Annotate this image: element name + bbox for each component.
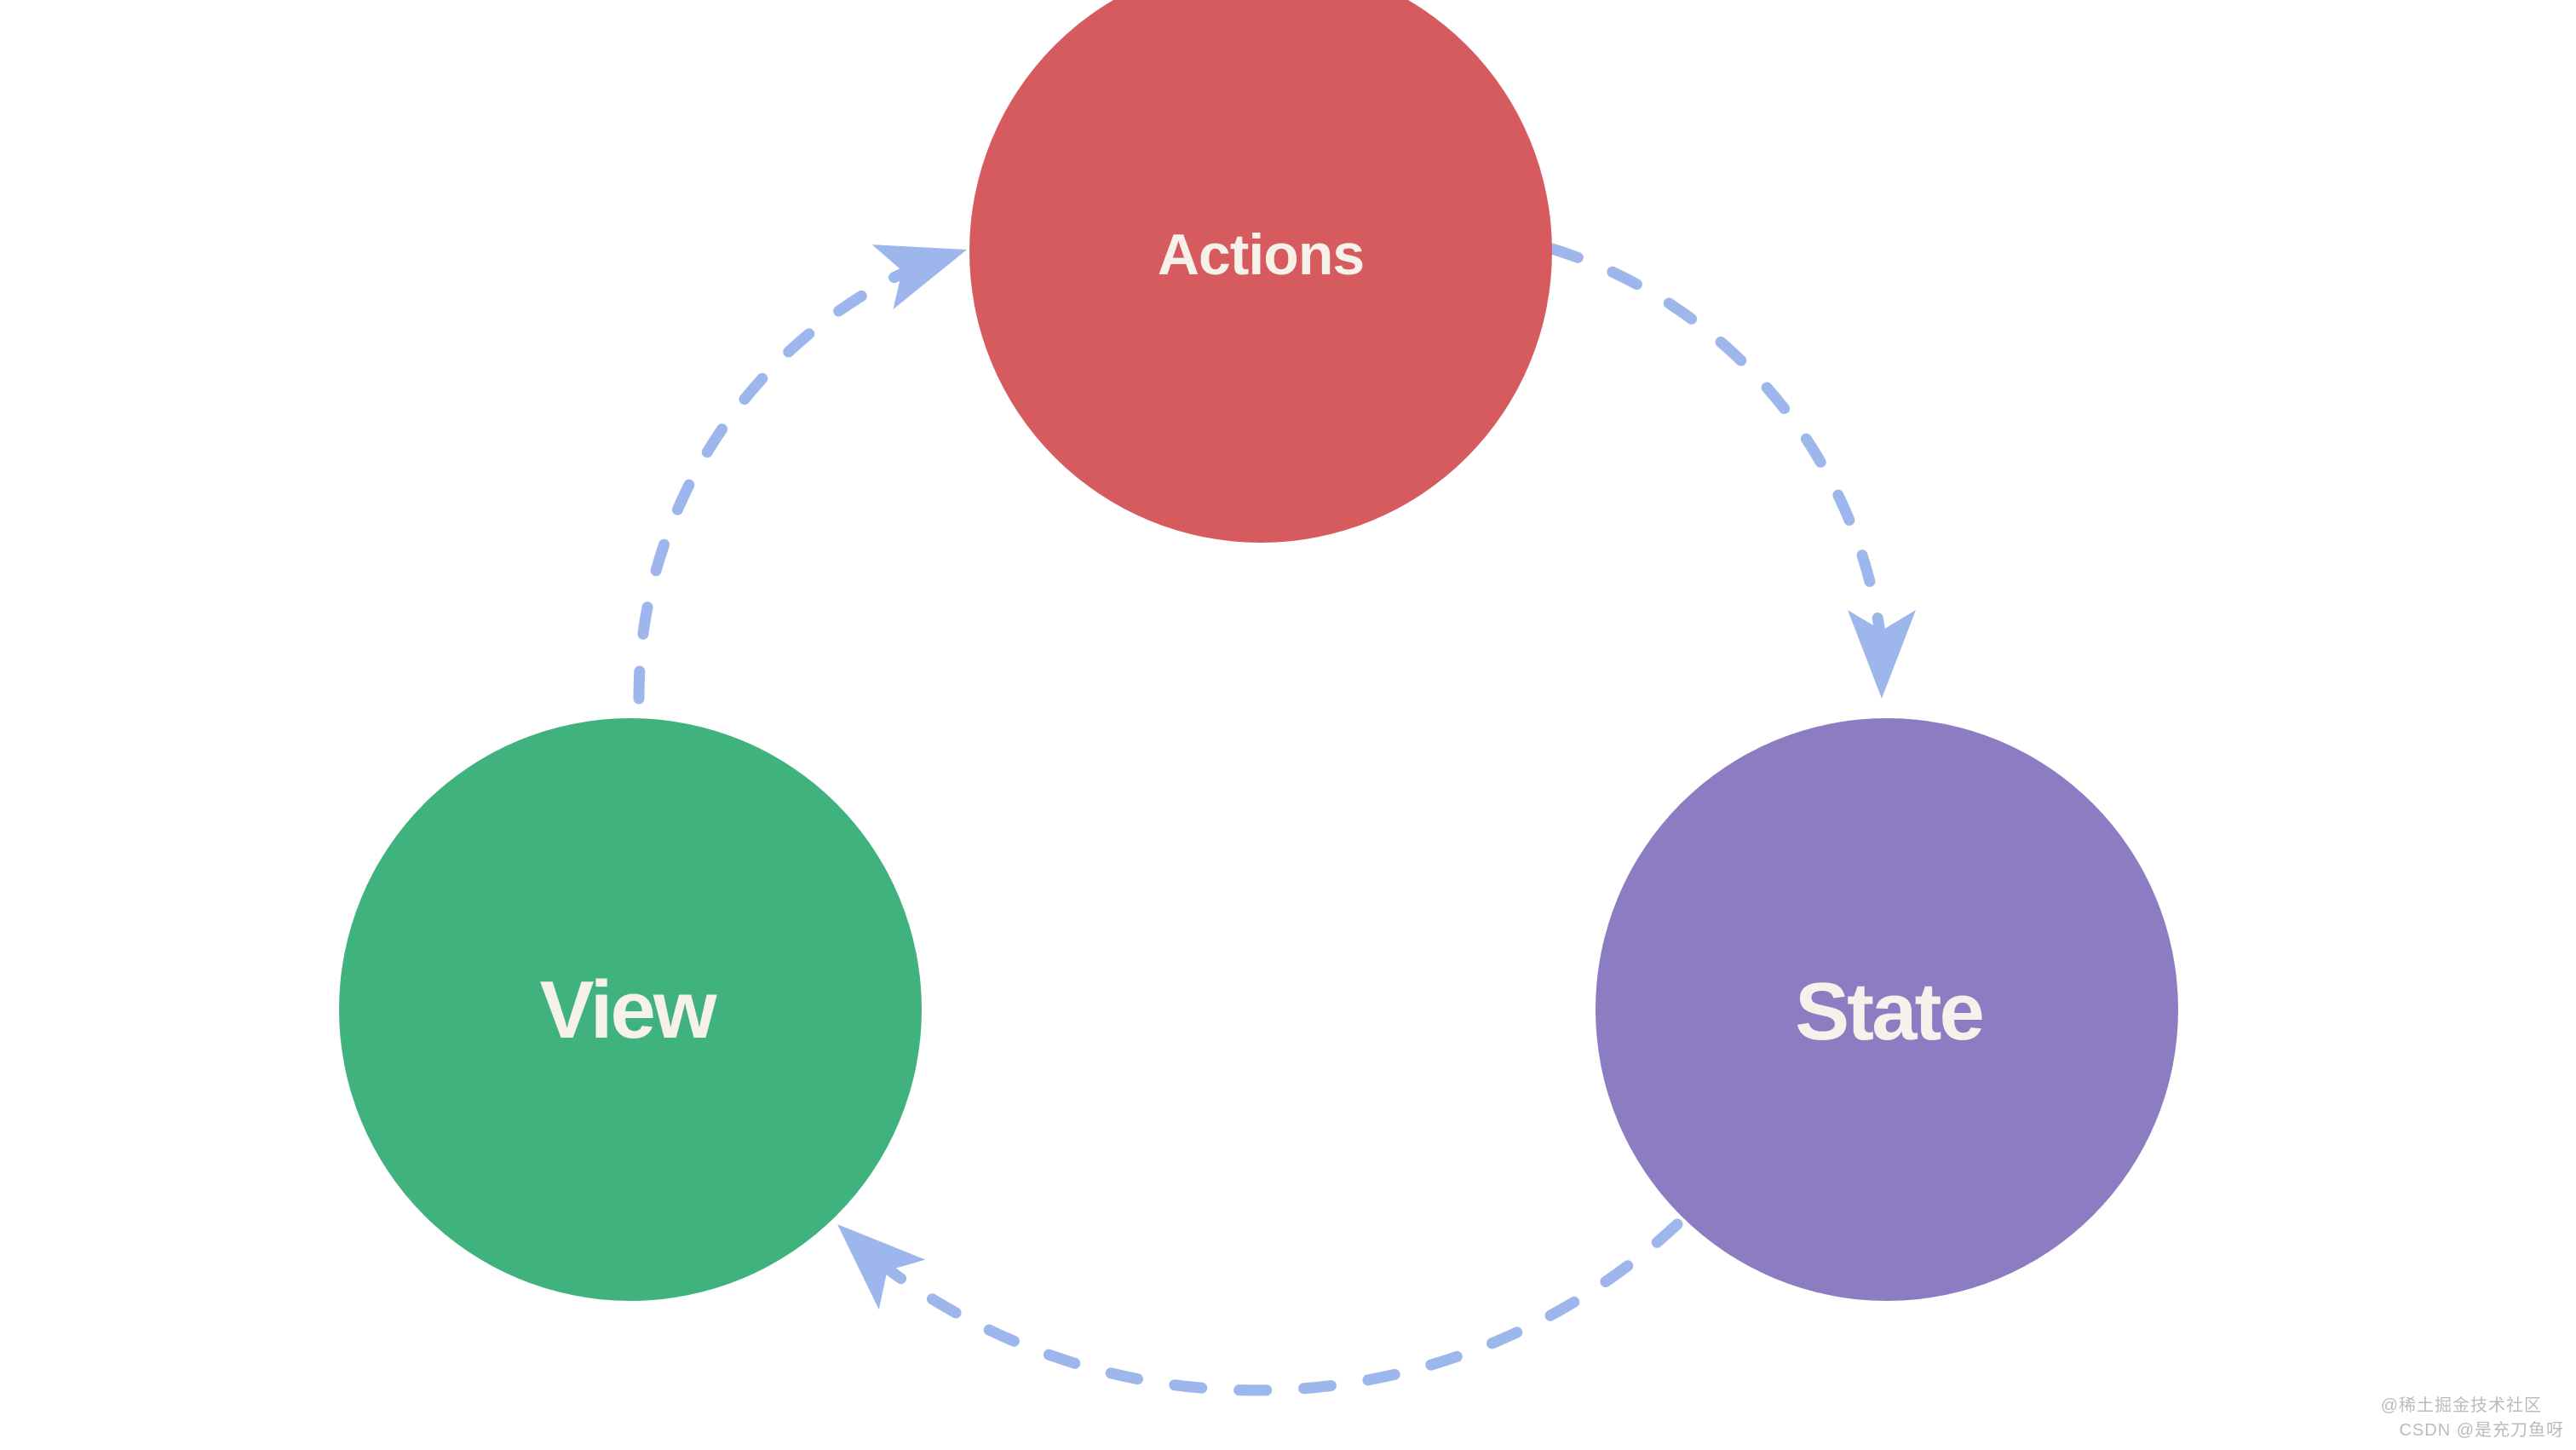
watermark: @稀土掘金技术社区 CSDN @是充刀鱼呀 xyxy=(2381,1394,2564,1443)
actions-circle xyxy=(969,0,1552,543)
node-view: View xyxy=(339,718,922,1301)
view-label: View xyxy=(539,964,716,1056)
node-actions: Actions xyxy=(969,0,1552,543)
node-state: State xyxy=(1596,718,2178,1301)
watermark-juejin-line: @稀土掘金技术社区 xyxy=(2380,1396,2542,1415)
state-label: State xyxy=(1795,966,1982,1057)
actions-label: Actions xyxy=(1158,222,1364,287)
cycle-edges xyxy=(633,243,1916,1396)
edge-actions-to-state xyxy=(1546,243,1888,652)
arrowhead-into-view-icon xyxy=(837,1224,926,1310)
watermark-csdn-line: CSDN @是充刀鱼呀 xyxy=(2399,1421,2564,1440)
edge-view-to-actions xyxy=(633,260,924,705)
arrowhead-into-state-icon xyxy=(1848,610,1916,699)
arrowhead-into-actions-icon xyxy=(871,245,967,310)
state-circle xyxy=(1596,718,2178,1301)
edge-state-to-view xyxy=(869,1218,1683,1396)
view-circle xyxy=(339,718,922,1301)
